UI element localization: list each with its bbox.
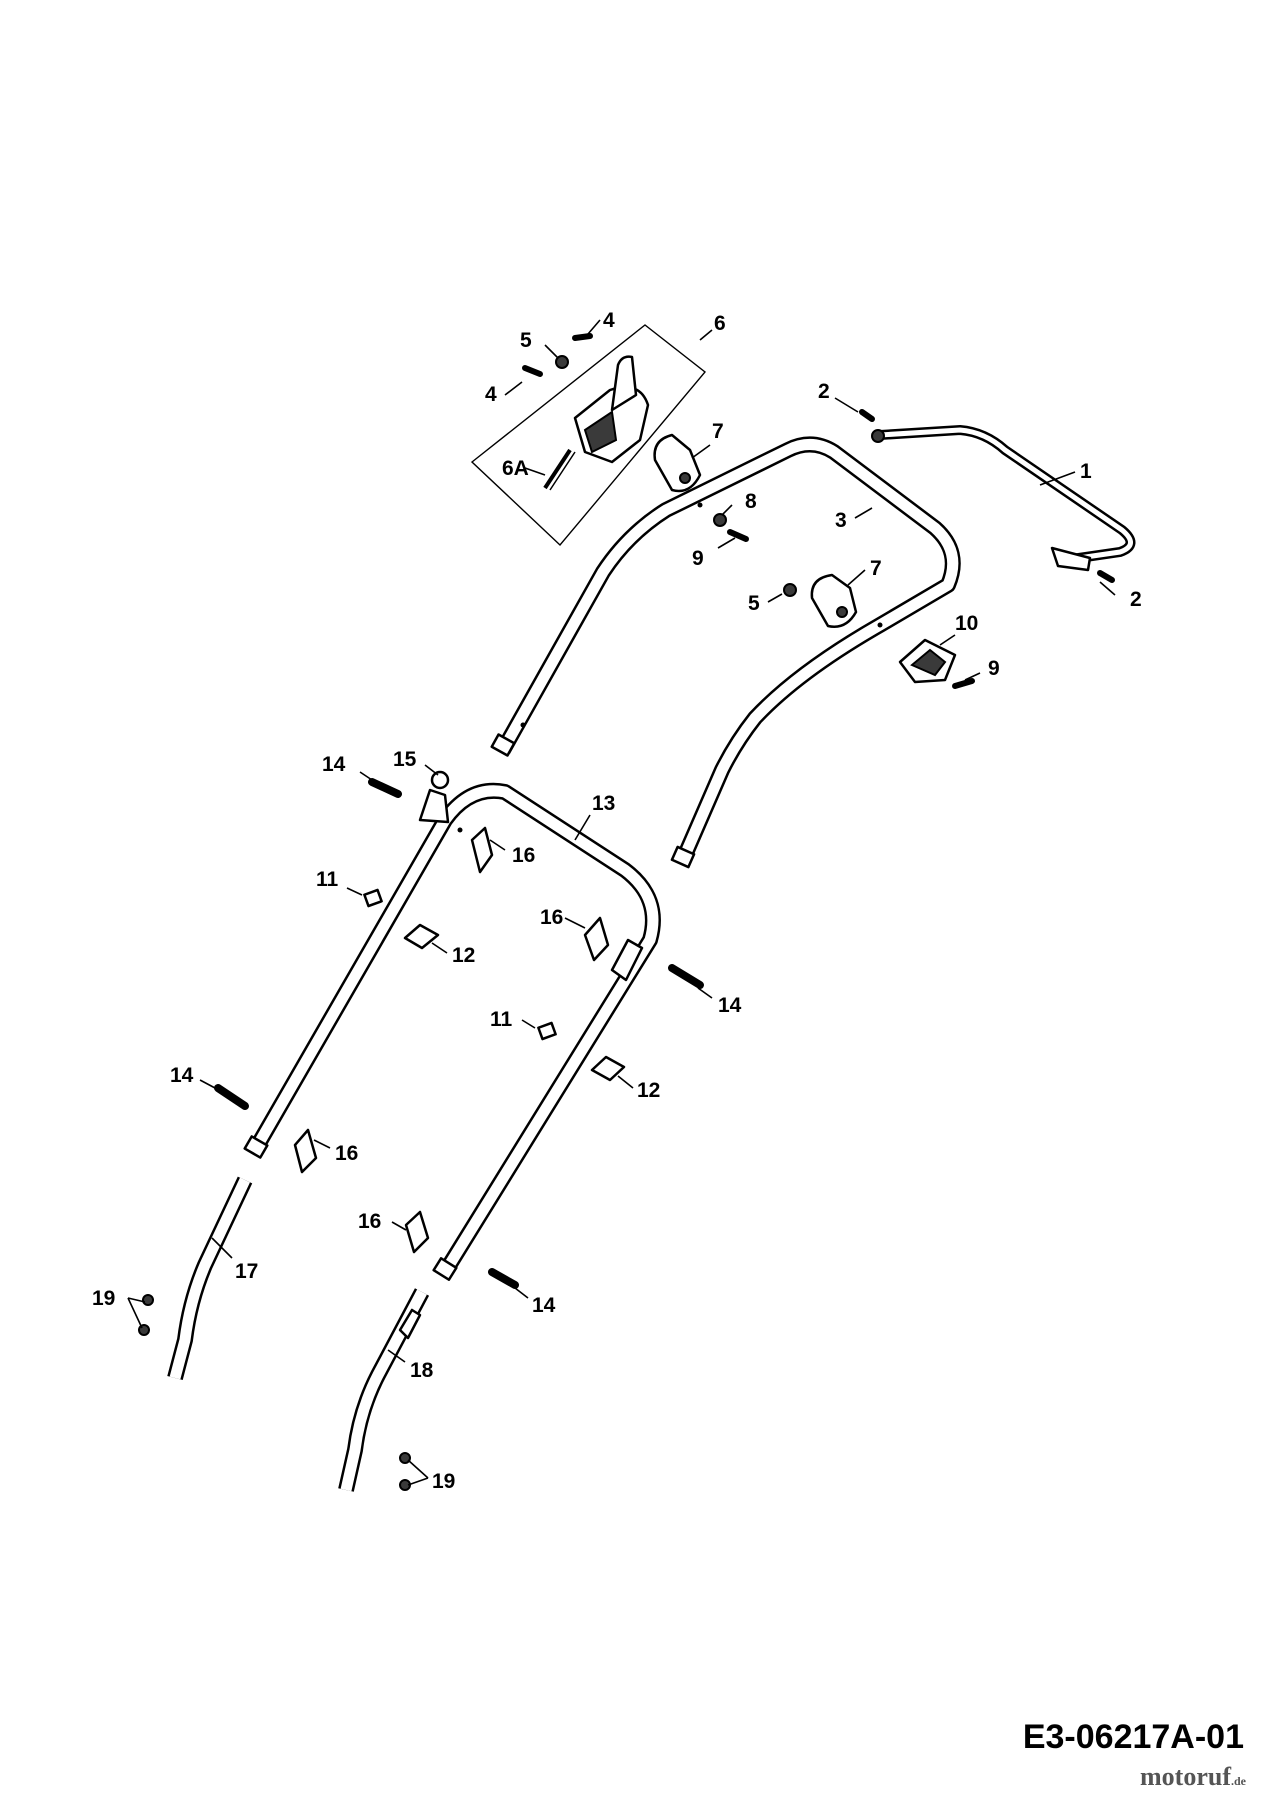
watermark-name: motoruf [1140, 1762, 1231, 1791]
callout-10: 10 [955, 612, 978, 635]
callout-13: 13 [592, 792, 615, 815]
callout-17: 17 [235, 1260, 258, 1283]
callout-6: 6 [714, 312, 726, 335]
callout-14: 14 [532, 1294, 556, 1317]
callout-5: 5 [748, 592, 760, 615]
callout-19: 19 [92, 1287, 115, 1310]
callout-7: 7 [712, 420, 724, 443]
cable-clip [898, 638, 957, 684]
callout-6a: 6A [502, 457, 529, 480]
callout-2: 2 [1130, 588, 1142, 611]
callout-19: 19 [432, 1470, 455, 1493]
callout-4: 4 [485, 383, 497, 406]
lower-tube-right [338, 1288, 430, 1492]
control-bar [871, 424, 1136, 572]
throttle-control [470, 324, 707, 547]
callout-12: 12 [452, 944, 475, 967]
callout-11: 11 [316, 868, 339, 891]
watermark-logo: motoruf.de [1140, 1762, 1246, 1792]
callout-labels: 1 2 2 3 4 4 5 5 6 6A 7 7 8 9 9 10 11 11 … [92, 309, 1142, 1493]
leader-lines [127, 319, 1116, 1486]
clamp [653, 433, 702, 493]
callout-1: 1 [1080, 460, 1092, 483]
callout-9: 9 [692, 547, 704, 570]
callout-12: 12 [637, 1079, 660, 1102]
callout-14: 14 [718, 994, 742, 1017]
drawing-code: E3-06217A-01 [1022, 1718, 1244, 1756]
callout-18: 18 [410, 1359, 434, 1382]
callout-5: 5 [520, 329, 532, 352]
clamp [810, 573, 858, 628]
upper-handle [490, 436, 961, 869]
callout-14: 14 [322, 753, 346, 776]
callout-15: 15 [393, 748, 417, 771]
lower-handle [243, 782, 661, 1281]
callout-16: 16 [512, 844, 535, 867]
callout-11: 11 [490, 1008, 513, 1031]
callout-7: 7 [870, 557, 882, 580]
callout-3: 3 [835, 509, 847, 532]
lower-tube-left [167, 1176, 253, 1381]
callout-4: 4 [603, 309, 615, 332]
callout-16: 16 [540, 906, 563, 929]
watermark-tld: .de [1231, 1774, 1246, 1788]
callout-14: 14 [170, 1064, 194, 1087]
callout-16: 16 [335, 1142, 358, 1165]
fittings [293, 770, 626, 1254]
screws [138, 333, 1115, 1491]
callout-9: 9 [988, 657, 1000, 680]
callout-2: 2 [818, 380, 830, 403]
callout-16: 16 [358, 1210, 381, 1233]
callout-8: 8 [745, 490, 757, 513]
